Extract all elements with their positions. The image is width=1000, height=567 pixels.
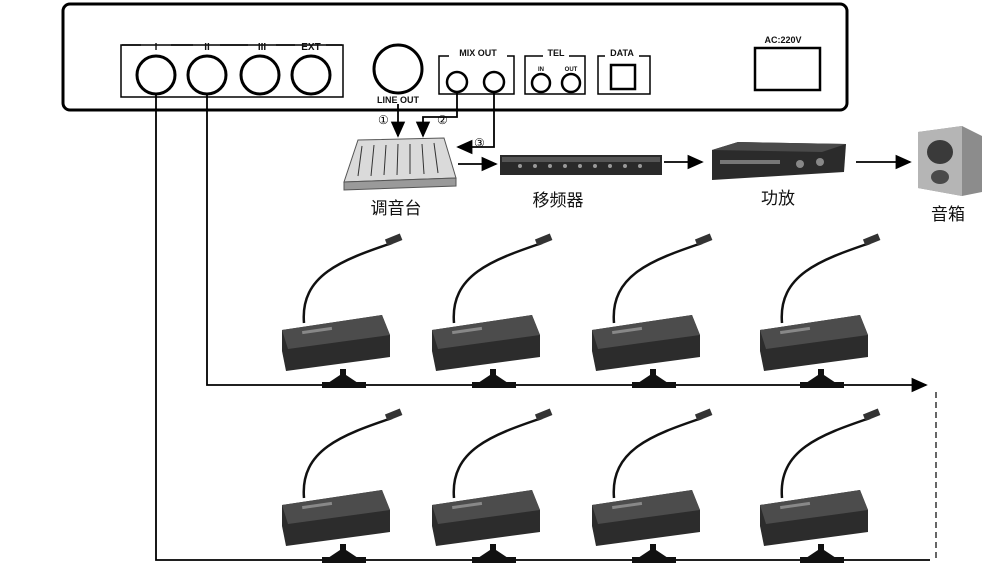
delegate-units [282, 233, 881, 563]
data-label: DATA [610, 48, 634, 58]
microphone-unit [592, 408, 713, 563]
amplifier-icon [712, 142, 846, 180]
mix-out: MIX OUT [438, 46, 515, 95]
ac-power: AC:220V [753, 35, 822, 92]
data-port-group: DATA [597, 46, 651, 95]
tel-out-port [560, 72, 582, 94]
tel-out-label: OUT [565, 67, 578, 73]
mix-out-label: MIX OUT [459, 48, 497, 58]
microphone-unit [760, 233, 881, 388]
microphone-unit [282, 233, 403, 388]
amplifier-label: 功放 [761, 189, 795, 209]
channel-inputs: I II III EXT [120, 42, 344, 98]
channel-port [290, 54, 332, 96]
marker-2: ② [437, 113, 448, 127]
tel-in-label: IN [538, 67, 544, 73]
channel-port [186, 54, 228, 96]
marker-3: ③ [474, 136, 485, 150]
ac-label: AC:220V [764, 35, 801, 45]
shifter-label: 移频器 [533, 191, 584, 211]
control-unit: I II III EXT LINE OUT MIX OUT TEL [61, 2, 849, 112]
mixer-icon [343, 137, 457, 191]
frequency-shifter-icon [500, 155, 662, 175]
microphone-unit [592, 233, 713, 388]
tel-label: TEL [548, 48, 566, 58]
ac-socket [753, 46, 822, 92]
microphone-unit [432, 233, 553, 388]
channel-label: III [258, 42, 267, 53]
line-out: LINE OUT [372, 43, 424, 105]
tel-in-port [530, 72, 552, 94]
channel-label: I [155, 42, 158, 53]
tel: TEL IN OUT [524, 46, 586, 95]
channel-port [239, 54, 281, 96]
microphone-unit [432, 408, 553, 563]
microphone-unit [282, 408, 403, 563]
speaker-icon [918, 126, 982, 196]
mixer-label: 调音台 [371, 199, 422, 219]
channel-label: EXT [301, 42, 320, 53]
data-port [609, 63, 637, 91]
microphone-unit [760, 408, 881, 563]
mixer-connections [390, 92, 495, 155]
line-out-port [372, 43, 424, 95]
channel-label: II [204, 42, 210, 53]
speaker-label: 音箱 [931, 205, 965, 225]
channel-port [135, 54, 177, 96]
line-out-label: LINE OUT [377, 95, 420, 105]
marker-1: ① [378, 113, 389, 127]
